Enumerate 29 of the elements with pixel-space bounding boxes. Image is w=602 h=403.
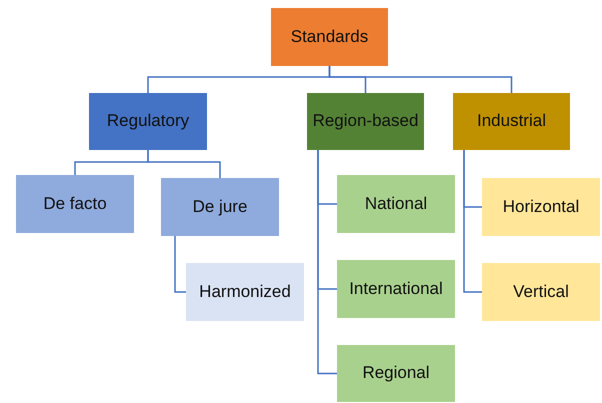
category-box — [337, 175, 455, 233]
category-box — [89, 93, 207, 150]
category-box — [482, 178, 600, 236]
category-box — [453, 93, 570, 150]
category-label: National — [364, 194, 428, 214]
category-label: Harmonized — [199, 282, 291, 302]
connector-line — [174, 236, 186, 293]
category-box — [482, 263, 600, 321]
category-box — [337, 260, 455, 318]
category-box — [186, 263, 304, 321]
category-label: Vertical — [513, 282, 569, 302]
category-box — [307, 93, 424, 150]
category-box — [161, 178, 279, 236]
category-box — [271, 8, 388, 66]
category-label: Standards — [290, 26, 368, 48]
category-label: Regional — [362, 363, 430, 384]
category-label: Horizontal — [502, 196, 580, 218]
category-label: International — [349, 278, 443, 300]
category-label: Industrial — [477, 111, 546, 132]
connector-line — [328, 66, 512, 93]
connector-line — [463, 150, 482, 293]
category-label: Regulatory — [106, 111, 190, 132]
connector-line — [317, 150, 337, 374]
category-label: De facto — [43, 194, 107, 214]
category-box — [337, 345, 455, 402]
category-label: De jure — [192, 196, 248, 218]
category-box — [16, 175, 134, 233]
category-label: Region-based — [312, 111, 418, 132]
connector-line — [147, 150, 221, 178]
